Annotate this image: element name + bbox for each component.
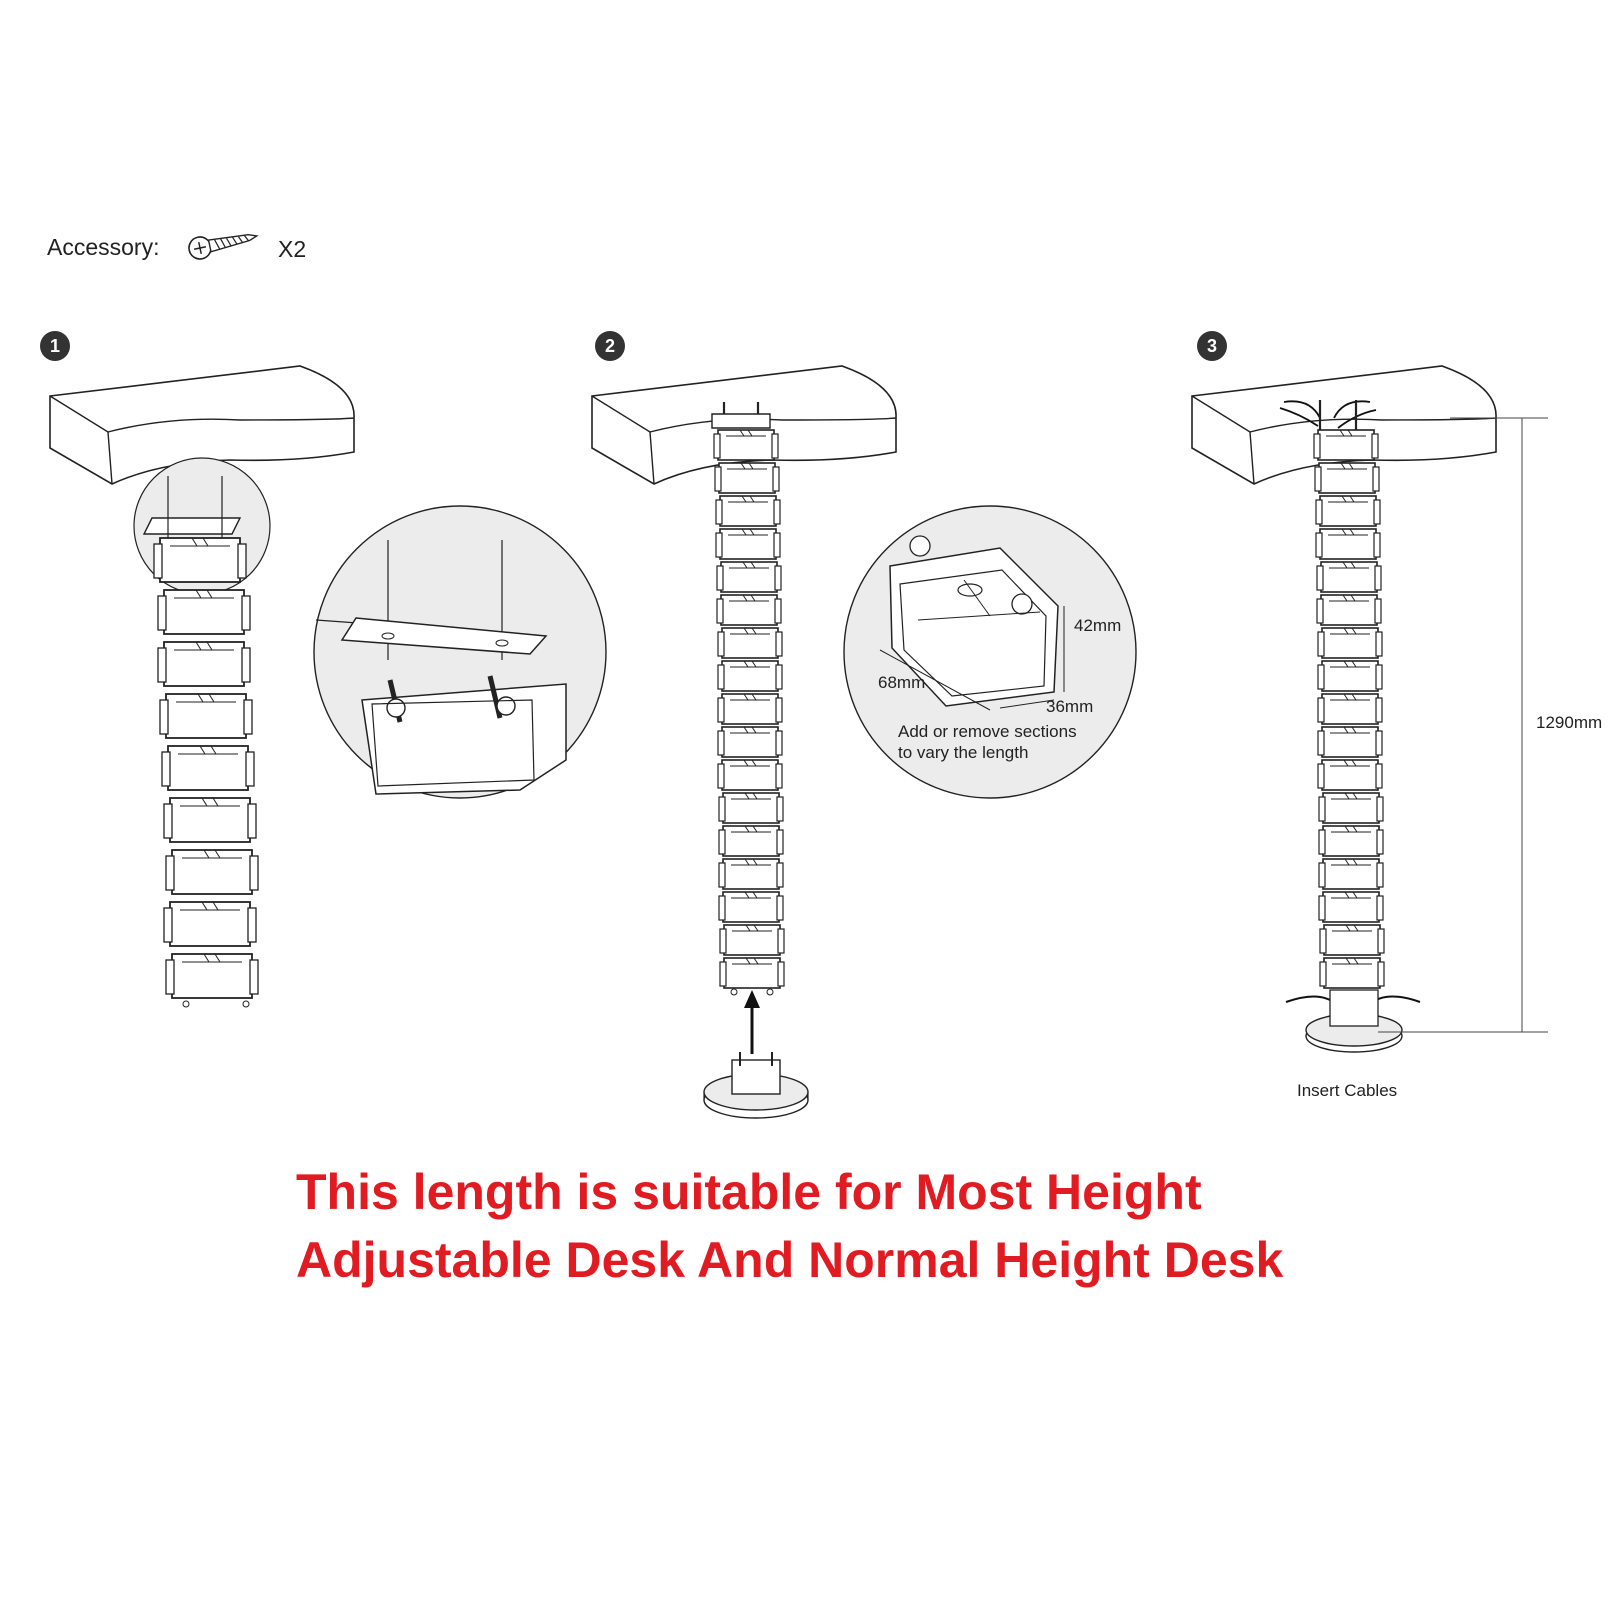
overall-length-dimension: 1290mm <box>1378 417 1602 1033</box>
screw-icon <box>188 233 259 260</box>
step-2-cable-spine <box>711 402 785 996</box>
section-note-line1: Add or remove sections <box>898 722 1077 741</box>
step-3-number: 3 <box>1207 336 1217 356</box>
headline-line-1: This length is suitable for Most Height <box>296 1164 1202 1220</box>
step-3-caption: Insert Cables <box>1297 1081 1397 1100</box>
step-2-floor-base <box>703 1052 809 1119</box>
headline-line-2: Adjustable Desk And Normal Height Desk <box>296 1232 1284 1288</box>
step-1-desk-illustration <box>49 365 355 485</box>
step-1-cable-spine <box>142 476 259 1008</box>
headline: This length is suitable for Most Height … <box>296 1158 1496 1294</box>
section-length-label: 68mm <box>878 673 925 692</box>
step-3-desk-illustration <box>1191 365 1497 485</box>
overall-length-label: 1290mm <box>1536 713 1602 732</box>
step-3-cable-spine <box>1279 400 1421 1053</box>
section-depth-label: 36mm <box>1046 697 1093 716</box>
accessory-label: Accessory: <box>47 234 159 260</box>
section-note-line2: to vary the length <box>898 743 1028 762</box>
step-1-number: 1 <box>50 336 60 356</box>
step-3-badge: 3 <box>1197 331 1227 361</box>
step-2-section-detail-circle: 42mm 68mm 36mm Add or remove sections to… <box>843 505 1137 799</box>
step-2-number: 2 <box>605 336 615 356</box>
section-height-label: 42mm <box>1074 616 1121 635</box>
accessory-quantity: X2 <box>278 236 306 262</box>
step-2-arrow-up-icon <box>744 990 760 1054</box>
step-2-badge: 2 <box>595 331 625 361</box>
step-1-detail-circle <box>313 505 607 799</box>
step-1-badge: 1 <box>40 331 70 361</box>
